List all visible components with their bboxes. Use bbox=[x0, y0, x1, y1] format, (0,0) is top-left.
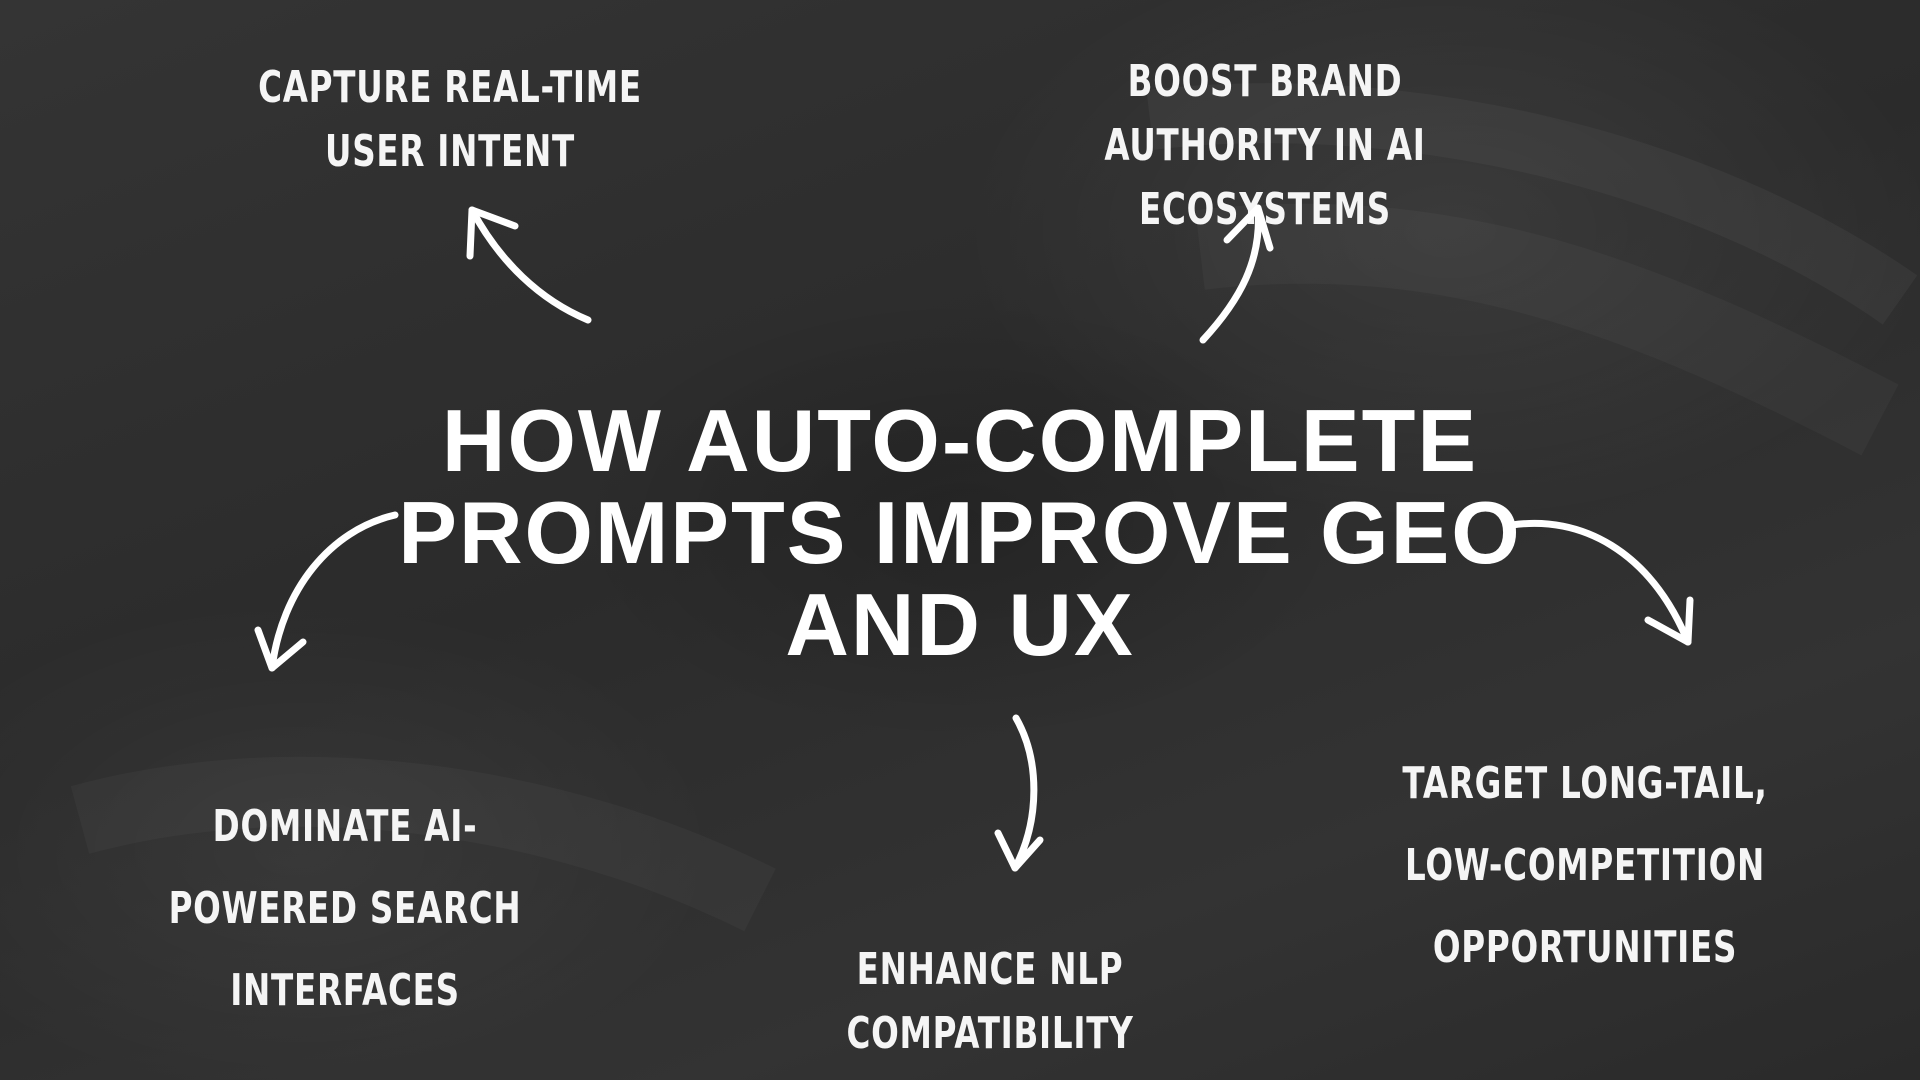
node-enhance-nlp: ENHANCE NLP COMPATIBILITY bbox=[846, 944, 1134, 1059]
node-boost-authority: BOOST BRAND AUTHORITY IN AI ECOSYSTEMS bbox=[1104, 56, 1426, 235]
arrow-to-dominate bbox=[254, 511, 399, 672]
node-capture-intent: CAPTURE REAL-TIME USER INTENT bbox=[258, 62, 642, 177]
central-title: HOW AUTO-COMPLETE PROMPTS IMPROVE GEO AN… bbox=[398, 391, 1522, 674]
node-target-longtail: TARGET LONG-TAIL, LOW-COMPETITION OPPORT… bbox=[1402, 758, 1768, 973]
node-dominate-search: DOMINATE AI-POWERED SEARCH INTERFACES bbox=[168, 801, 522, 1016]
arrow-to-boost bbox=[1199, 204, 1274, 344]
arrow-to-capture bbox=[466, 206, 592, 324]
arrow-to-target bbox=[1508, 519, 1694, 646]
arrow-to-enhance bbox=[994, 714, 1044, 872]
